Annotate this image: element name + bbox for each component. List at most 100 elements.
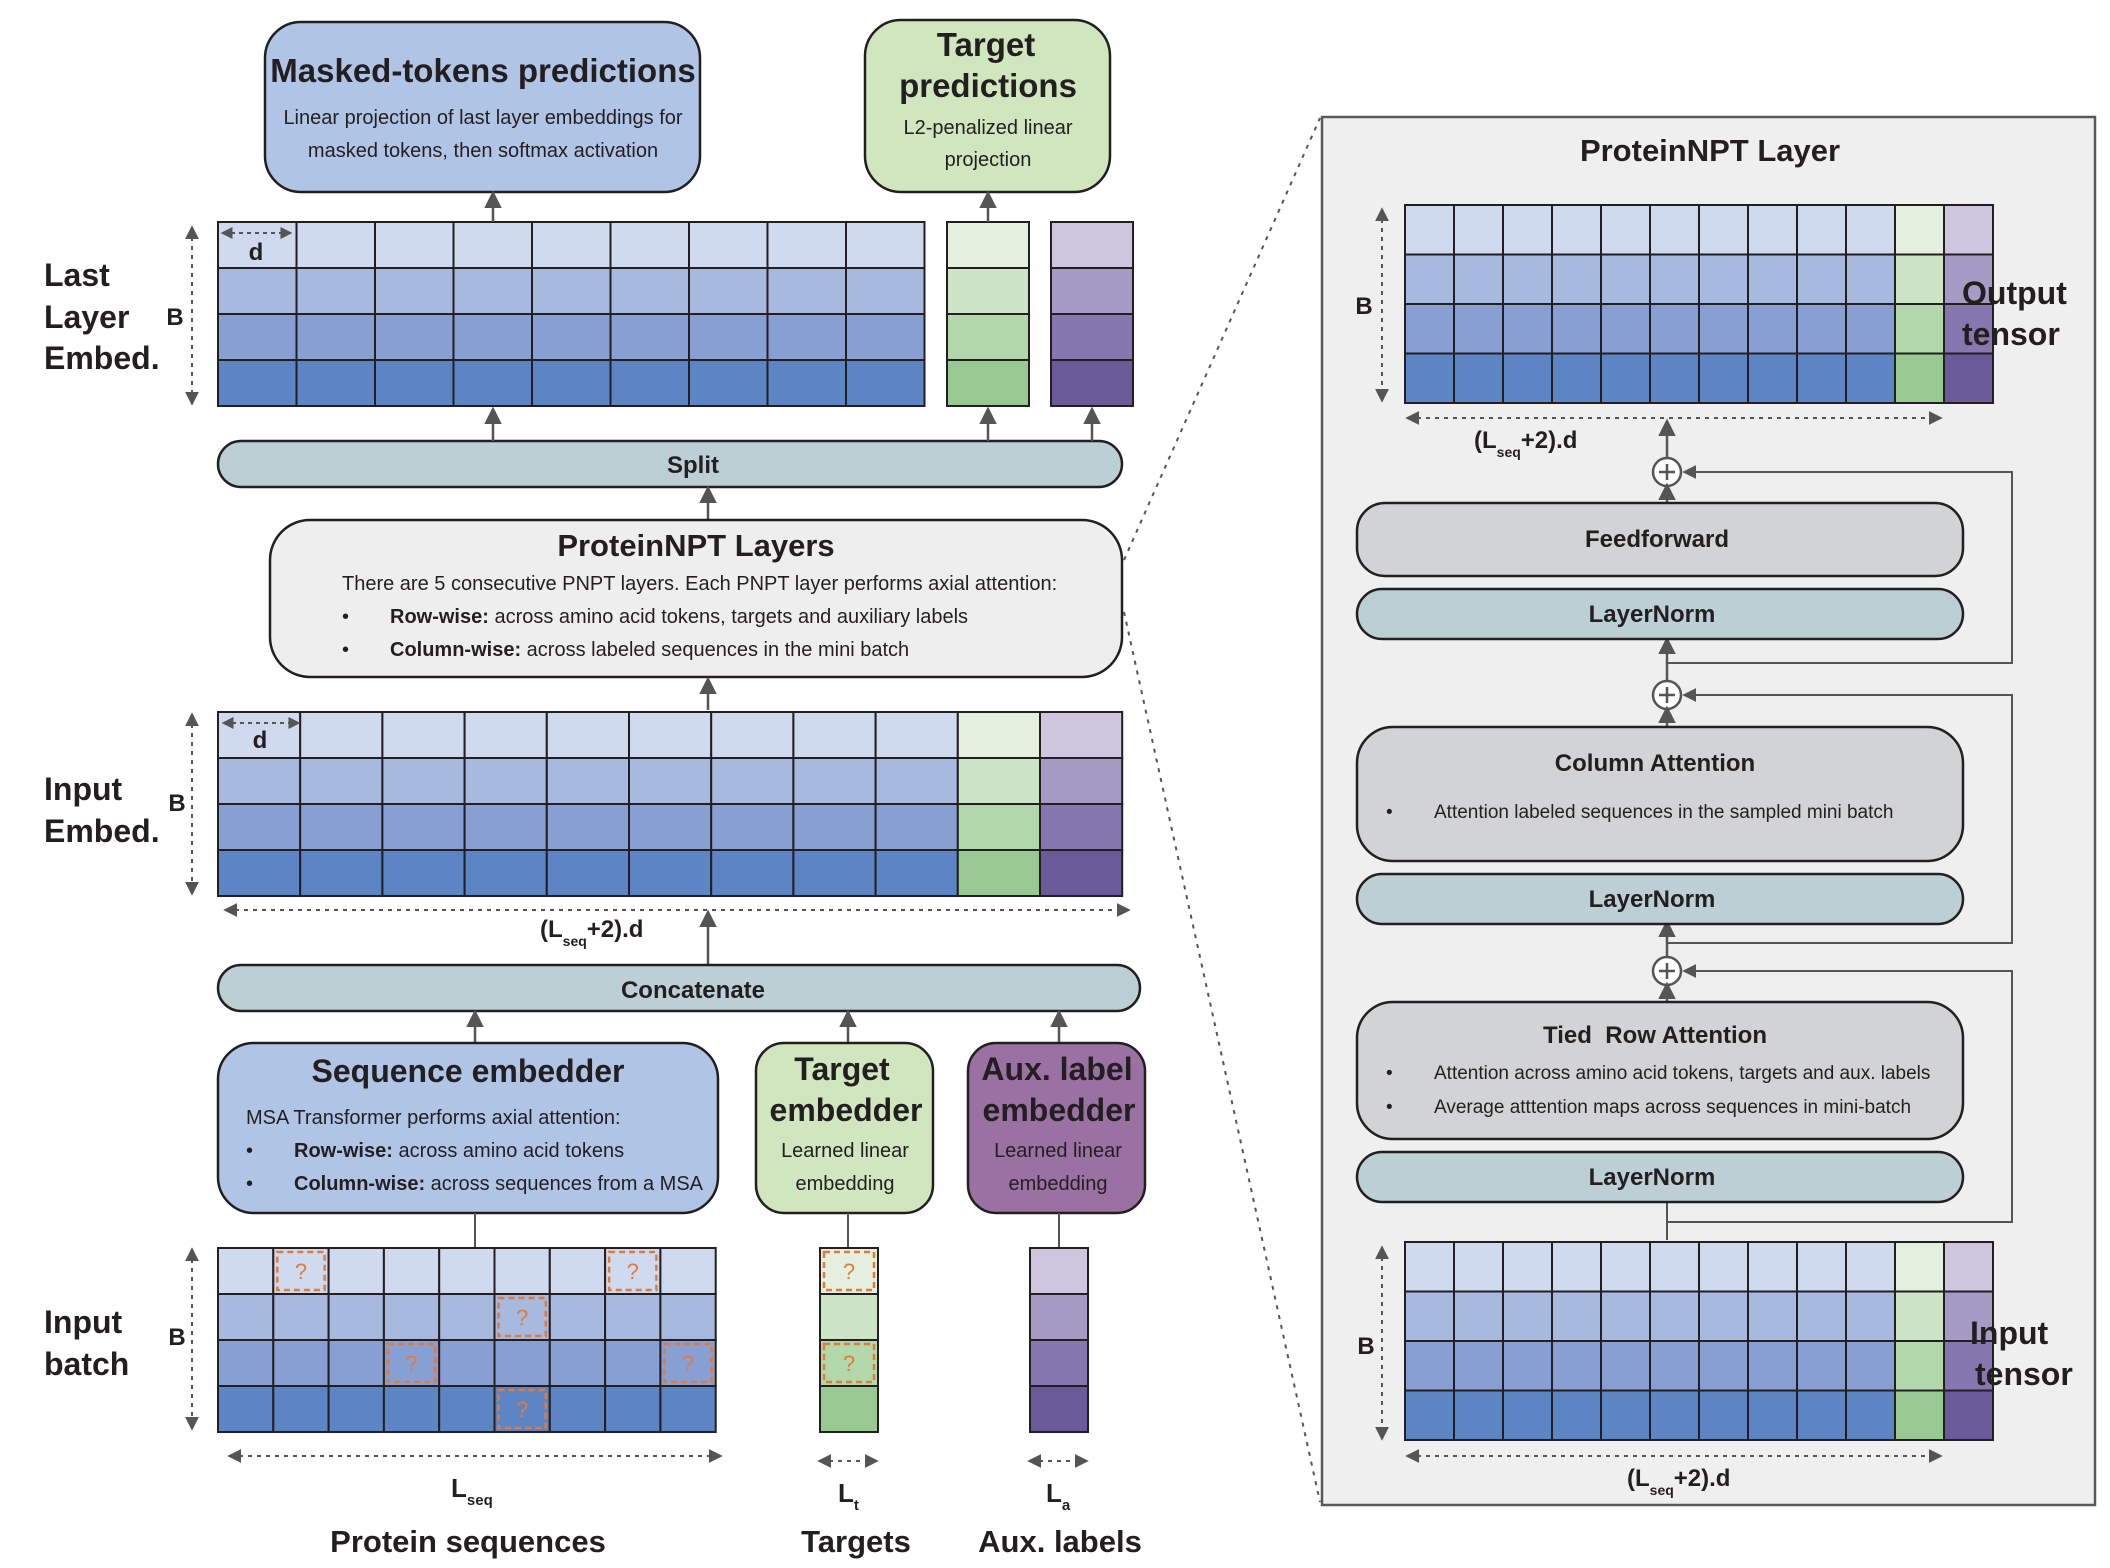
input-embed-cell (628, 711, 713, 759)
layernorm-label-3: LayerNorm (1589, 1164, 1716, 1191)
batch-seq-cell (548, 1385, 607, 1433)
masked-tokens-desc-1: Linear projection of last layer embeddin… (283, 107, 682, 129)
input-tensor-cell (1600, 1340, 1651, 1392)
input-tensor-cell (1747, 1290, 1798, 1342)
input-embed-cell (956, 711, 1041, 759)
input-tensor-cell (1551, 1340, 1602, 1392)
input-embed-cell (545, 803, 630, 851)
target-embedder-box: Target embedder Learned linear embedding (754, 1041, 935, 1215)
batch-seq-cell (493, 1247, 551, 1295)
input-embed-cell (628, 757, 713, 805)
output-tensor-cell (1600, 303, 1651, 355)
output-tensor-cell (1551, 352, 1602, 404)
batch-seq-cell (438, 1339, 496, 1387)
last-seq-cell (374, 359, 455, 407)
output-tensor-cell (1502, 352, 1553, 404)
last-seq-cell (845, 359, 926, 407)
output-tensor-cell (1502, 253, 1553, 305)
label-input-batch-1: Input (44, 1304, 123, 1340)
d-label-last: d (249, 239, 264, 266)
mask-box (607, 1250, 658, 1292)
seq-embedder-title: Sequence embedder (312, 1053, 625, 1089)
input-tensor-cell (1894, 1241, 1945, 1293)
input-tensor-cell (1453, 1290, 1504, 1342)
batch-seq-cell (604, 1293, 662, 1341)
input-tensor-cell (1747, 1340, 1798, 1392)
last-seq-cell (295, 221, 376, 269)
label-embed: Embed. (44, 340, 160, 376)
input-embed-cell (956, 849, 1041, 897)
input-embed-cell (217, 849, 302, 897)
input-embed-cell (1039, 849, 1124, 897)
batch-aux-cell (1029, 1339, 1089, 1387)
aux-labels-label: Aux. labels (978, 1524, 1142, 1559)
input-batch-seq-grid (217, 1247, 717, 1433)
input-tensor-cell (1600, 1241, 1651, 1293)
output-tensor-cell (1453, 253, 1504, 305)
input-embed-cell (463, 711, 548, 759)
label-input-embed-2: Embed. (44, 813, 160, 849)
input-tensor-cell (1698, 1340, 1749, 1392)
column-attention-desc: Attention labeled sequences in the sampl… (1434, 802, 1893, 823)
output-tensor-label-1: Output (1962, 275, 2067, 311)
row-attention-desc-1: Attention across amino acid tokens, targ… (1434, 1063, 1930, 1084)
input-embed-cell (299, 711, 384, 759)
output-tensor-cell (1747, 204, 1798, 256)
batch-seq-cell (548, 1293, 607, 1341)
last-layer-seq-grid (217, 221, 926, 407)
mask-question: ? (405, 1351, 417, 1376)
output-tensor-cell (1894, 303, 1945, 355)
input-batch-aux-column (1029, 1247, 1089, 1433)
last-seq-cell (609, 221, 690, 269)
mask-question: ? (516, 1305, 528, 1330)
mask-question: ? (843, 1259, 855, 1284)
batch-seq-cell (548, 1247, 607, 1295)
output-tensor-grid (1404, 204, 1994, 404)
b-label-input-tensor: B (1357, 1333, 1374, 1360)
seq-bullet-2: • (246, 1173, 253, 1195)
lseq-label: Lseq (451, 1473, 493, 1509)
input-embed-cell (545, 849, 630, 897)
output-tensor-cell (1943, 303, 1994, 355)
last-layer-target-column (946, 221, 1030, 407)
last-seq-cell (766, 359, 847, 407)
batch-seq-cell (217, 1385, 275, 1433)
output-tensor-cell (1698, 204, 1749, 256)
input-embed-cell (463, 757, 548, 805)
input-embed-cell (381, 849, 466, 897)
input-tensor-cell (1453, 1340, 1504, 1392)
input-embed-cell (792, 757, 877, 805)
feedforward-box: Feedforward (1355, 501, 1965, 578)
input-tensor-cell (1502, 1290, 1553, 1342)
lseq-d-input-tensor: (Lseq+2).d (1627, 1465, 1730, 1498)
batch-seq-cell (382, 1385, 441, 1433)
mask-box (276, 1250, 326, 1292)
targets-label: Targets (801, 1524, 911, 1559)
lt-label: Lt (838, 1478, 859, 1514)
last-seq-cell (845, 267, 926, 315)
label-input-embed-1: Input (44, 771, 123, 807)
mask-question: ? (627, 1259, 639, 1284)
mask-box (822, 1342, 876, 1384)
input-tensor-cell (1649, 1290, 1700, 1342)
seq-col-wise: Column-wise: across sequences from a MSA (294, 1173, 704, 1195)
batch-seq-cell (659, 1247, 717, 1295)
b-label-output: B (1355, 293, 1372, 320)
output-tensor-cell (1453, 303, 1504, 355)
pnpt-layers-desc: There are 5 consecutive PNPT layers. Eac… (342, 573, 1057, 595)
lseq-d-output: (Lseq+2).d (1474, 427, 1577, 460)
last-seq-cell (452, 359, 533, 407)
input-tensor-cell (1845, 1389, 1896, 1441)
input-embed-cell (545, 711, 630, 759)
input-tensor-cell (1796, 1340, 1847, 1392)
output-tensor-cell (1551, 303, 1602, 355)
last-seq-cell (295, 267, 376, 315)
proteinnpt-layers-box: ProteinNPT Layers There are 5 consecutiv… (268, 518, 1124, 679)
output-tensor-cell (1698, 352, 1749, 404)
input-tensor-cell (1845, 1340, 1896, 1392)
aux-embedder-title-2: embedder (983, 1092, 1136, 1128)
width-arrow-input-tensor: (Lseq+2).d (1405, 1449, 1943, 1498)
last-tgt-cell (946, 313, 1030, 361)
last-tgt-cell (946, 267, 1030, 315)
seq-embedder-desc: MSA Transformer performs axial attention… (246, 1107, 621, 1129)
